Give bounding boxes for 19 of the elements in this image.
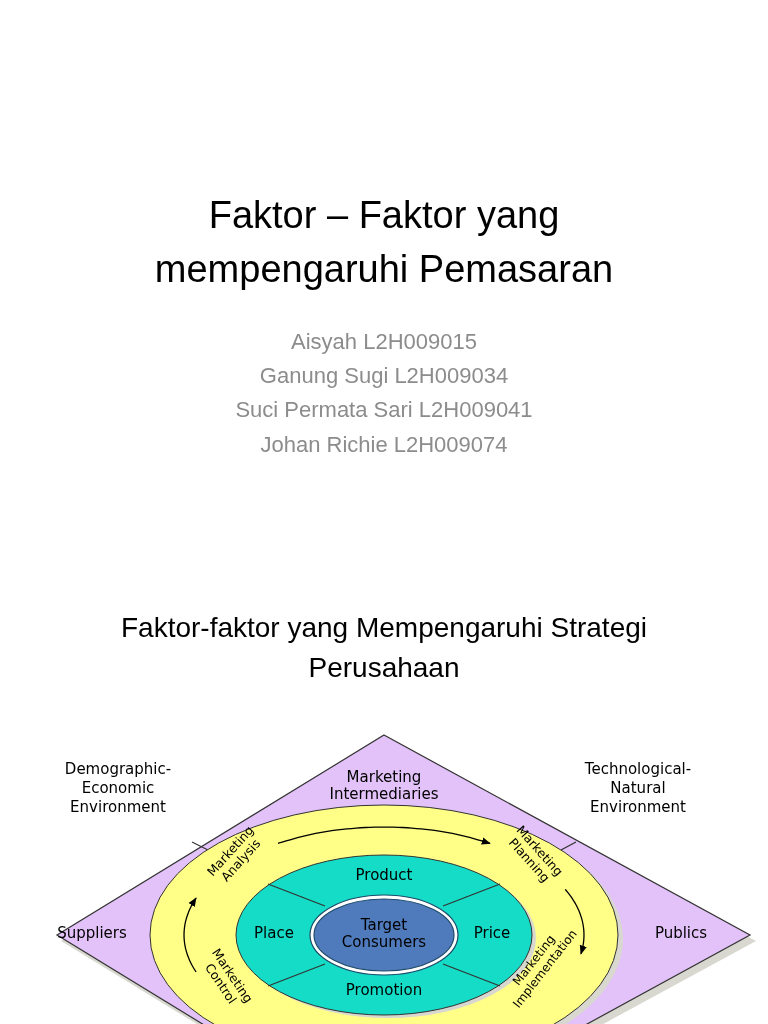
segment-label: Publics	[641, 925, 721, 943]
cycle-arrow	[564, 888, 587, 955]
author-name: Suci Permata Sari L2H009041	[235, 397, 533, 423]
mix-label: Promotion	[334, 982, 434, 1000]
mix-label: Place	[239, 925, 309, 943]
mix-label: Price	[457, 925, 527, 943]
environment-label: Demographic- Economic Environment	[63, 759, 173, 817]
environment-label: Technological- Natural Environment	[583, 759, 693, 817]
cycle-arrow	[277, 826, 491, 845]
center-label: Target Consumers	[329, 916, 439, 952]
author-name: Aisyah L2H009015	[291, 329, 477, 355]
author-name: Ganung Sugi L2H009034	[259, 363, 509, 389]
segment-label: Suppliers	[47, 925, 137, 943]
mix-label: Product	[339, 867, 429, 885]
slide-title: Faktor – Faktor yang mempengaruhi Pemasaran	[153, 193, 615, 292]
slide-title: Faktor-faktor yang Mempengaruhi Strategi Perusahaan	[120, 611, 648, 685]
author-name: Johan Richie L2H009074	[260, 432, 508, 458]
segment-label: Marketing Intermediaries	[319, 768, 449, 804]
cycle-arrow	[183, 897, 197, 973]
